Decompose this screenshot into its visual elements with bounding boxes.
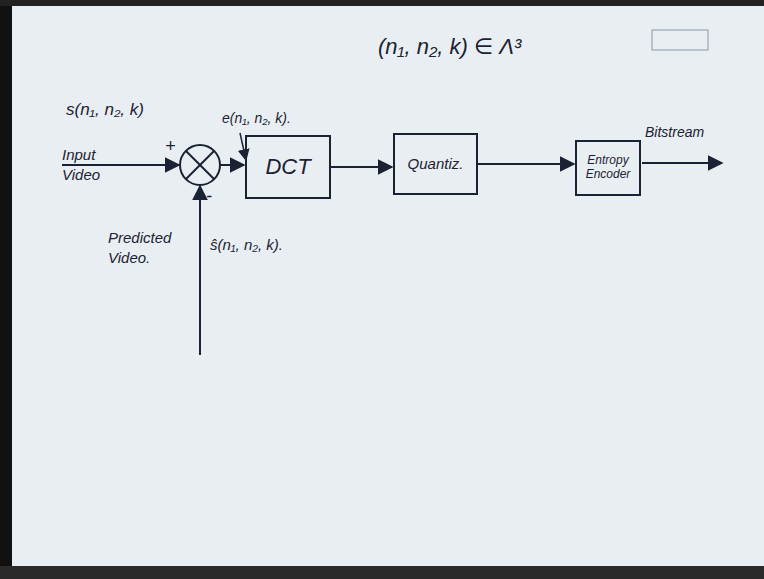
box-text: DCT	[265, 154, 310, 179]
box-text: Quantiz.	[408, 155, 464, 172]
process-box: DCT	[245, 135, 331, 199]
junction-cross	[186, 151, 214, 179]
handwritten-label: Bitstream	[645, 124, 704, 140]
handwritten-label: s(n₁, n₂, k)	[66, 100, 144, 120]
board-edge	[0, 0, 12, 579]
output-line	[642, 162, 722, 164]
junction-cross	[186, 151, 214, 179]
residual-line	[220, 164, 244, 166]
handwritten-label: e(n₁, n₂, k).	[222, 110, 291, 126]
box-text: Entropy Encoder	[581, 154, 635, 182]
stamp-box	[652, 30, 708, 50]
handwritten-label: Input Video	[62, 145, 120, 184]
board-edge	[0, 566, 764, 579]
handwritten-label: -	[206, 186, 212, 207]
signal-arrow	[478, 163, 574, 165]
handwritten-label: +	[165, 136, 176, 157]
prediction-line	[199, 186, 201, 355]
process-box: Entropy Encoder	[575, 140, 641, 196]
board-edge	[0, 0, 764, 6]
signal-arrow	[331, 166, 392, 168]
handwritten-label: ŝ(n₁, n₂, k).	[210, 236, 283, 253]
summing-junction	[180, 145, 220, 185]
handwritten-label: Predicted Video.	[108, 228, 178, 267]
handwritten-label: (n₁, n₂, k) ∈ Λ³	[378, 34, 521, 60]
process-box: Quantiz.	[393, 133, 478, 195]
